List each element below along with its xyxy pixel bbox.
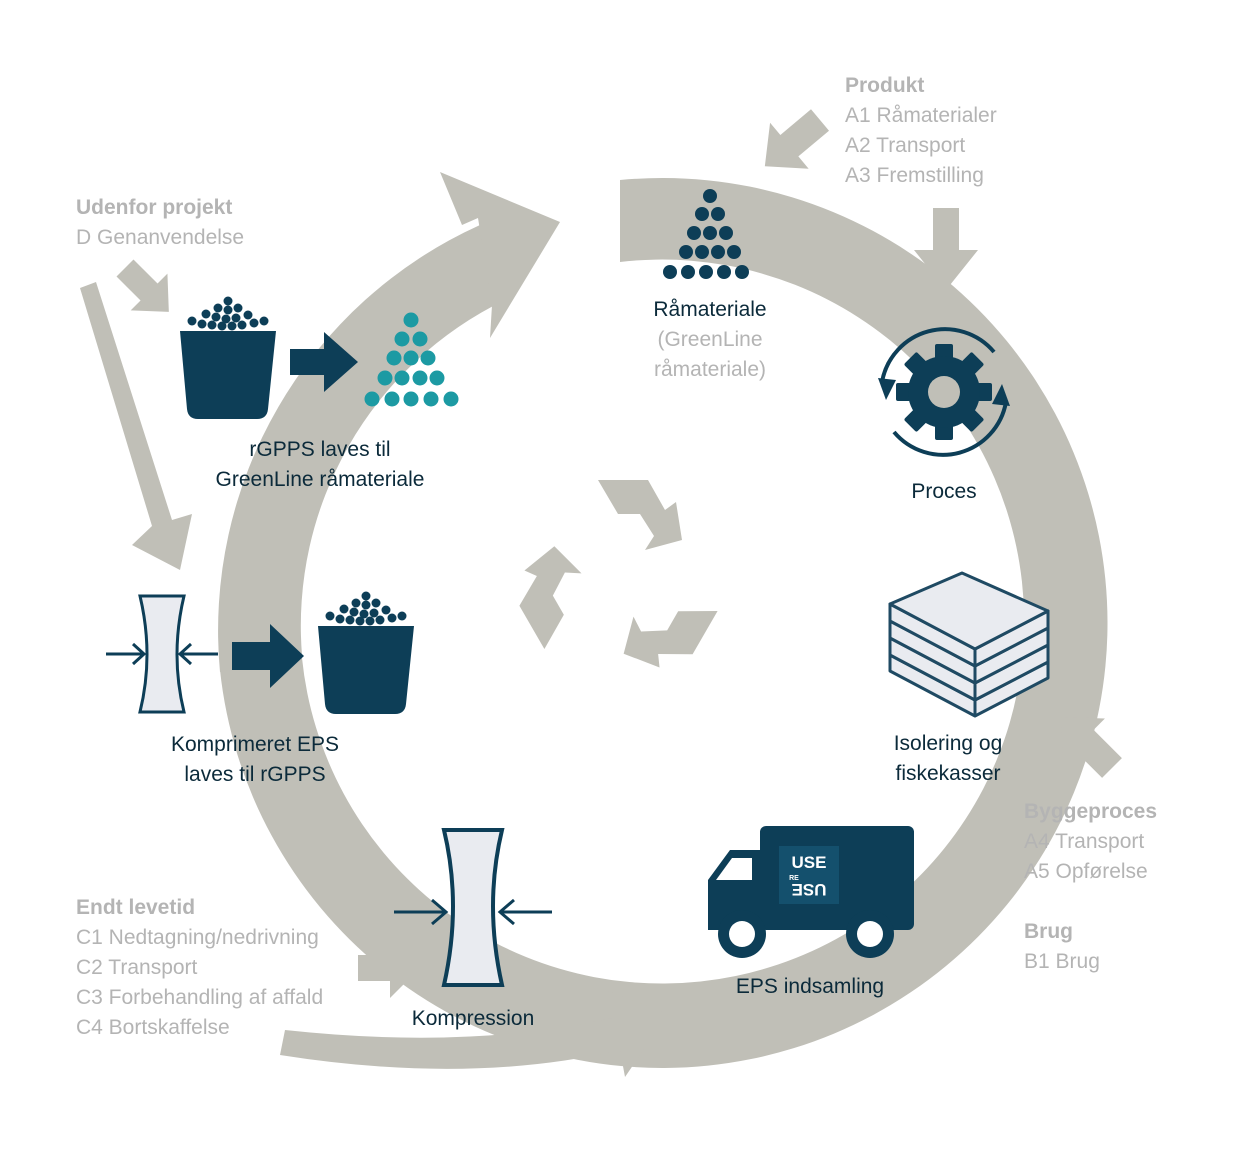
phase-outside-item: D Genanvendelse bbox=[76, 226, 245, 249]
phase-end-title: Endt levetid bbox=[76, 896, 196, 919]
rgpps-label-2: GreenLine råmateriale bbox=[215, 468, 425, 491]
svg-text:USE: USE bbox=[792, 853, 827, 872]
phase-product-title: Produkt bbox=[845, 74, 925, 97]
raw-title: Råmateriale bbox=[653, 298, 767, 321]
phase-product-item: A3 Fremstilling bbox=[845, 164, 984, 187]
collection-title: EPS indsamling bbox=[735, 975, 885, 998]
compressed-label-2: laves til rGPPS bbox=[184, 763, 326, 786]
phase-use: Brug B1 Brug bbox=[1024, 917, 1100, 977]
build-arrow bbox=[1061, 717, 1122, 778]
eps-board-stack-icon bbox=[888, 571, 1050, 718]
phase-end: Endt levetid C1 Nedtagning/nedrivning C2… bbox=[76, 893, 323, 1043]
phase-product-item: A2 Transport bbox=[845, 134, 966, 157]
phase-use-title: Brug bbox=[1024, 920, 1073, 943]
compressed-to-bucket-icon bbox=[106, 591, 414, 714]
phase-outside: Udenfor projekt D Genanvendelse bbox=[76, 193, 244, 253]
outside-arrow-long bbox=[80, 282, 192, 570]
truck-icon bbox=[708, 826, 914, 958]
raw-subtitle-2: råmateriale) bbox=[653, 358, 767, 381]
phase-outside-title: Udenfor projekt bbox=[76, 196, 233, 219]
insulation-label-1: Isolering og bbox=[893, 732, 1003, 755]
phase-build-title: Byggeproces bbox=[1024, 800, 1158, 823]
phase-product-item: A1 Råmaterialer bbox=[845, 104, 997, 127]
bead-pyramid-icon bbox=[663, 189, 749, 279]
outside-arrow-small bbox=[116, 259, 169, 312]
svg-text:USE: USE bbox=[792, 880, 827, 899]
end-arrow-short bbox=[358, 938, 420, 998]
bucket-to-pyramid-icon bbox=[180, 296, 459, 419]
compressed-label-1: Komprimeret EPS bbox=[170, 733, 340, 756]
phase-end-item: C4 Bortskaffelse bbox=[76, 1016, 230, 1039]
product-arrow-diagonal bbox=[764, 109, 829, 169]
reuse-logo: USE RE USE bbox=[789, 853, 826, 899]
phase-use-item: B1 Brug bbox=[1024, 950, 1100, 973]
end-arrow-long bbox=[280, 990, 668, 1077]
phase-build-item: A4 Transport bbox=[1024, 830, 1145, 853]
compression-icon bbox=[394, 828, 552, 987]
compression-title: Kompression bbox=[411, 1007, 535, 1030]
raw-subtitle-1: (GreenLine bbox=[657, 328, 763, 351]
phase-end-item: C2 Transport bbox=[76, 956, 198, 979]
phase-arrows bbox=[80, 109, 1122, 1077]
phase-build: Byggeproces A4 Transport A5 Opførelse bbox=[1024, 797, 1157, 887]
phase-end-item: C3 Forbehandling af affald bbox=[76, 986, 324, 1009]
phase-product: Produkt A1 Råmaterialer A2 Transport A3 … bbox=[845, 71, 997, 191]
recycle-icon bbox=[519, 480, 718, 668]
process-title: Proces bbox=[911, 480, 977, 503]
gear-cycle-icon bbox=[878, 327, 1010, 457]
phase-end-item: C1 Nedtagning/nedrivning bbox=[76, 926, 319, 949]
svg-text:RE: RE bbox=[789, 875, 799, 882]
product-arrow-down bbox=[914, 208, 978, 290]
phase-build-item: A5 Opførelse bbox=[1024, 860, 1148, 883]
insulation-label-2: fiskekasser bbox=[895, 762, 1001, 785]
cycle-ring bbox=[218, 172, 1108, 1068]
rgpps-label-1: rGPPS laves til bbox=[249, 438, 391, 461]
